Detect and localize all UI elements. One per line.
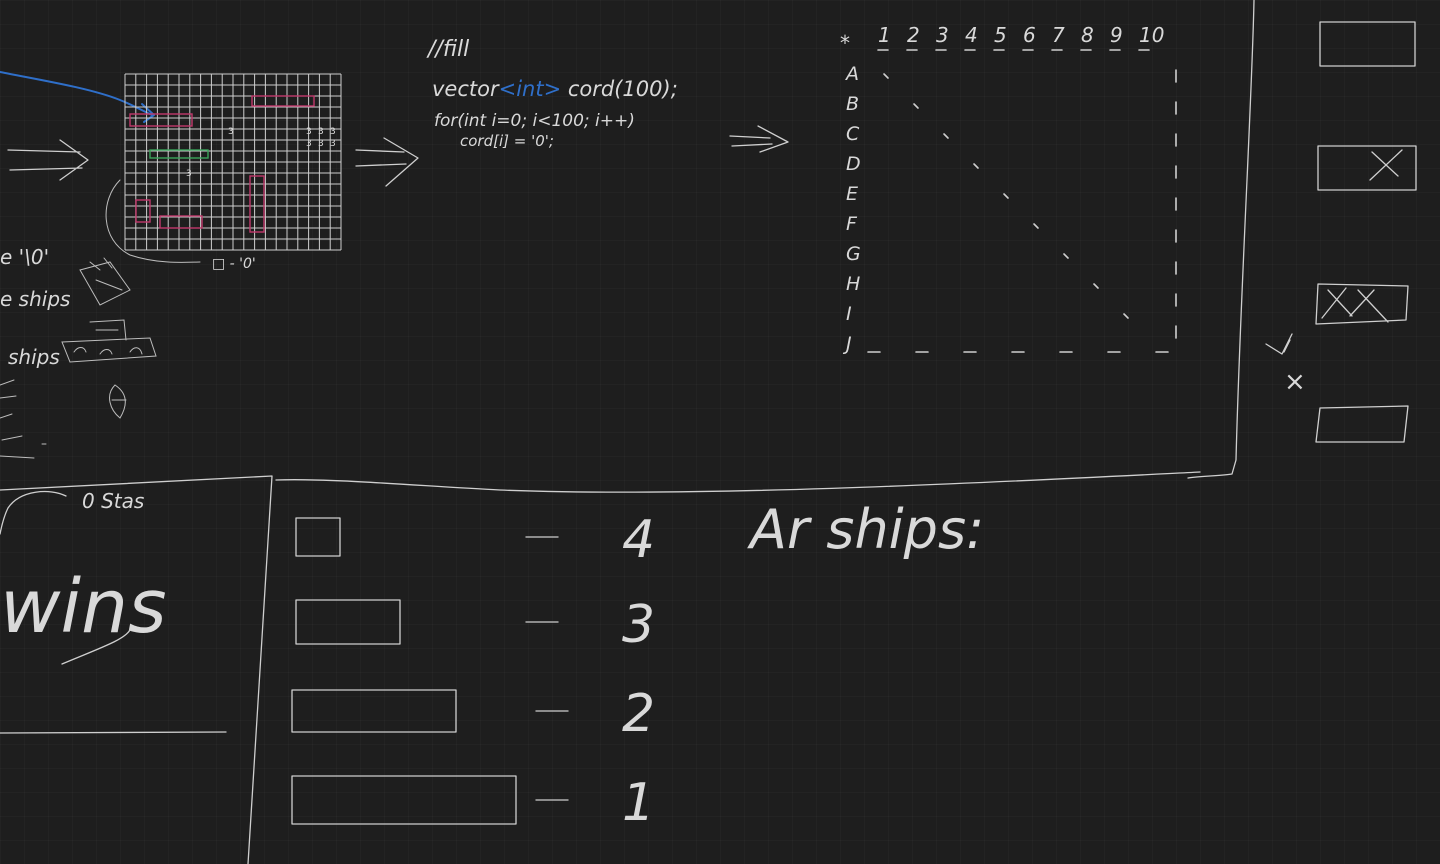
ships-note-2: ships — [8, 345, 60, 369]
col-label: 4 — [965, 23, 978, 47]
col-label: 9 — [1110, 23, 1123, 47]
row-label: A — [844, 63, 859, 85]
blank-cell-button[interactable] — [1315, 405, 1409, 443]
ships-note-1: e ships — [0, 287, 70, 311]
bottom-left-panel: 0 Stas wins — [0, 475, 273, 864]
side-button-panel: × — [1265, 21, 1417, 443]
empty-cell-button[interactable] — [1319, 21, 1416, 67]
fleet-count: 3 — [622, 595, 655, 655]
bottom-left-frame — [0, 475, 273, 864]
hit-cross-icon — [1369, 149, 1403, 181]
code-line-3: cord[i] = '0'; — [460, 132, 554, 150]
diagonal-dash — [1123, 313, 1129, 319]
row-label: E — [846, 183, 858, 205]
small-grid-ship — [159, 215, 203, 229]
row-label: F — [846, 213, 858, 235]
small-grid-ship — [135, 199, 151, 223]
arrow-to-code-icon — [355, 137, 419, 187]
fleet-count: 4 — [622, 510, 655, 570]
grid-corner: * — [840, 31, 850, 55]
small-grid-number: 3 — [330, 127, 336, 137]
sunk-cell-button[interactable] — [1315, 283, 1409, 325]
row-label: I — [846, 303, 852, 325]
zero-note: e '\0' — [0, 245, 49, 269]
fleet-ship-2 — [295, 599, 401, 645]
diagonal-dash — [1033, 223, 1039, 229]
fleet-title: Ar ships: — [747, 498, 984, 561]
bottom-left-divider — [0, 731, 227, 734]
col-label: 6 — [1023, 23, 1036, 47]
double-arrow-icon — [7, 139, 89, 181]
small-grid-ship — [251, 95, 315, 107]
code-line-2: for(int i=0; i<100; i++) — [434, 111, 635, 131]
col-label: 8 — [1081, 23, 1094, 47]
small-grid-ship — [129, 113, 193, 127]
fleet-legend: Ar ships: 4 3 2 1 — [291, 498, 984, 833]
diagonal-dash — [1063, 253, 1069, 259]
hit-cell-button[interactable] — [1317, 145, 1417, 191]
diagonal-dash — [1093, 283, 1099, 289]
sunk-cross-icon — [1321, 287, 1389, 323]
arrow-to-board-icon — [729, 125, 789, 153]
diagonal-dash — [973, 163, 979, 169]
col-label: 2 — [907, 23, 920, 47]
diagonal-dash — [883, 73, 889, 79]
row-label: G — [846, 243, 861, 265]
code-comment: //fill — [426, 37, 469, 62]
col-label: 5 — [994, 23, 1007, 47]
cross-mark: × — [1284, 367, 1306, 397]
diagonal-dash — [913, 103, 919, 109]
small-grid-number: 3 — [186, 169, 192, 179]
col-label: 10 — [1139, 23, 1164, 47]
col-label: 1 — [878, 23, 891, 47]
code-line-1: vector<int> cord(100); — [432, 77, 678, 101]
diagonal-dash — [1003, 193, 1009, 199]
small-grid-number: 3 — [330, 139, 336, 149]
grid-legend: □ - '0' — [212, 256, 256, 272]
stats-label: 0 Stas — [82, 489, 144, 513]
fleet-count: 2 — [622, 684, 655, 744]
col-label: 3 — [936, 23, 949, 47]
row-label: B — [846, 93, 859, 115]
fleet-ship-1 — [295, 517, 341, 557]
row-label: J — [842, 333, 852, 355]
row-label: C — [846, 123, 860, 145]
wins-label: wins — [0, 564, 167, 650]
small-grid-number: 3 — [306, 139, 312, 149]
ship-doodle-icon — [61, 257, 157, 419]
code-note: //fill vector<int> cord(100); for(int i=… — [426, 37, 789, 153]
row-label: D — [846, 153, 861, 175]
small-grid-number: 3 — [306, 127, 312, 137]
fleet-ship-4 — [291, 775, 517, 825]
blue-arrow-head-icon — [141, 103, 155, 123]
fleet-count: 1 — [622, 773, 655, 833]
small-grid-ship-green — [149, 149, 209, 159]
diagonal-dash — [943, 133, 949, 139]
small-grid-number: 3 — [228, 127, 234, 137]
check-mark-icon — [1265, 333, 1293, 355]
small-grid-ship — [249, 175, 265, 233]
fleet-ship-3 — [291, 689, 457, 733]
left-notes: e '\0' e ships ships — [0, 71, 201, 459]
small-grid-number: 3 — [318, 139, 324, 149]
blue-arrow-line — [0, 71, 153, 116]
main-panel-outline — [275, 0, 1255, 493]
col-label: 7 — [1052, 23, 1065, 47]
row-label: H — [846, 273, 860, 295]
small-grid-number: 3 — [318, 127, 324, 137]
